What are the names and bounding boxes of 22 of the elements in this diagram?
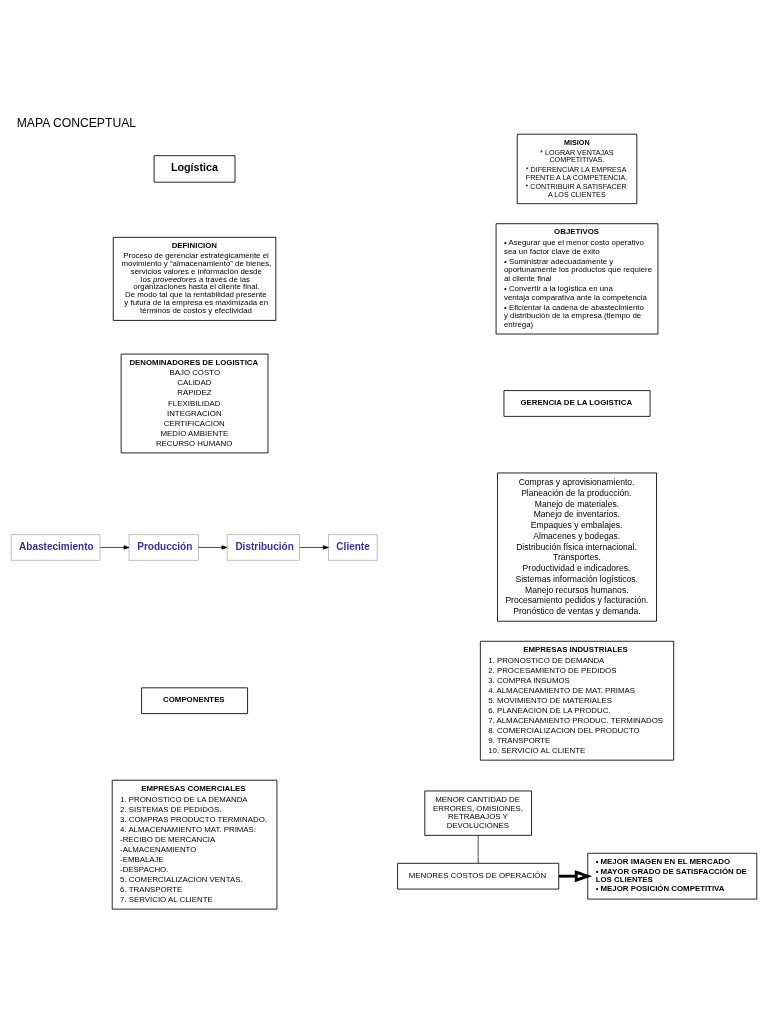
arrow [558,870,593,883]
node-box: Compras y aprovisionamiento. Planeación de la producción. Manejo de materiales. Manejo de inventarios. Empaques y embalajes. Almacenes y bodegas. Distribución física internacional. Transportes. Productividad e indicadores. Sistemas información logísticos. Manejo recursos humanos. Procesamiento pedidos y facturación. Pronóstico de ventas y demanda. [497,472,657,622]
node-box: MENORES COSTOS DE OPERACIÓN [397,862,560,890]
node-box: EMPRESAS INDUSTRIALES 1. PRONOSTICO DE DEMANDA 2. PROCESAMIENTO DE PEDIDOS 3. COMPRA INSUMOS 4. ALMACENAMIENTO DE MAT. PRIMAS 5. MOVIMIENTO DE MATERIALES 6. PLANEACION DE LA PRODUC. 7. ALMACENAMIENTO PRODUC. TERMINADOS 8. COMERCIALIZACION DEL PRODUCTO 9. TRANSPORTE 10. SERVICIO AL CLIENTE [479,640,675,761]
connector [477,835,479,864]
node-box: • MEJOR IMAGEN EN EL MERCADO • MAYOR GRADO DE SATISFACCIÓN DE LOS CLIENTES • MEJOR POSICIÓN COMPETITIVA [587,852,758,900]
node-box: Producción [128,534,199,561]
node-box: Logística [153,155,236,183]
node-box: MENOR CANTIDAD DE ERRORES, OMISIONES, RETRABAJOS Y DEVOLUCIONES [424,790,532,836]
diagram-title: MAPA CONCEPTUAL [16,116,137,131]
node-box: Distribución [226,534,300,561]
arrow [99,545,130,550]
arrow [198,545,228,550]
node-box: EMPRESAS COMERCIALES 1. PRONOSTICO DE LA DEMANDA 2. SISTEMAS DE PEDIDOS. 3. COMPRAS PRODUCTO TERMINADO. 4. ALMACENAMIENTO MAT. PRIMAS: -RECIBO DE MERCANCIA -ALMACENAMIENTO -EMBALAJE -DESPACHO. 5. COMERCIALIZACION VENTAS. 6. TRANSPORTE 7. SERVICIO AL CLIENTE [111,779,278,910]
node-box: Cliente [328,534,378,561]
arrow [299,545,329,550]
node-box: Abastecimiento [10,534,101,561]
node-box: DENOMINADORES DE LOGISTICA BAJO COSTO CALIDAD RAPIDEZ FLEXIBILIDAD INTEGRACION CERTIFICACION MEDIO AMBIENTE RECURSO HUMANO [120,353,269,454]
node-box: OBJETIVOS • Asegurar que el menor costo operativo sea un factor clave de éxito • Suministrar adecuadamente y oportunamente los productos que requiere al cliente final • Convertir a la logística en una ventaja comparativa ante la competencia • Eficientar la cadena de abastecimiento y distribución de la empresa (tiempo de entrega) [495,223,659,335]
node-box: COMPONENTES [141,687,248,715]
node-box: GERENCIA DE LA LOGISTICA [503,390,651,417]
node-box: DEFINICION Proceso de gerenciar estratégicamente el movimiento y “almacenamiento” de bienes, servicios valores e información desde los proveedores a través de las organizaciones hasta el cliente final. De modo tal que la rentabilidad presente y futura de la empresa es maximizada en términos de costos y efectividad [112,236,277,321]
